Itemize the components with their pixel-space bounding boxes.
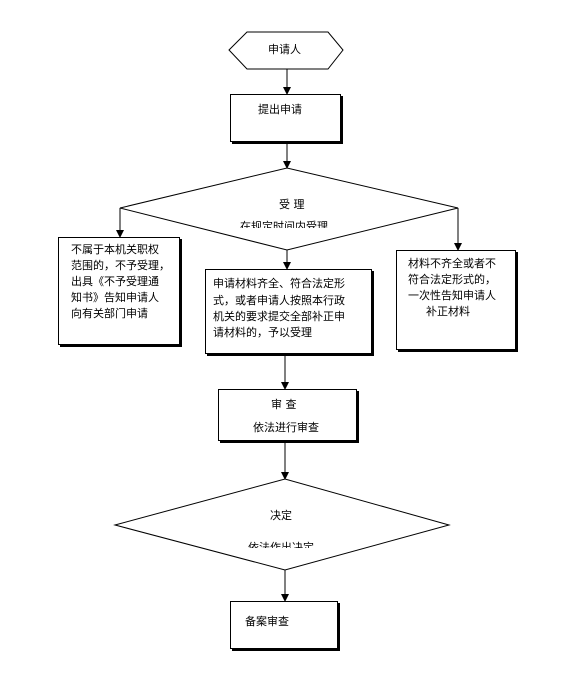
supplement-line-1: 材料不齐全或者不	[408, 257, 496, 270]
supplement-line-4: 补正材料	[426, 305, 470, 318]
review-box: 审 查 依法进行审查	[218, 389, 357, 441]
reject-line-4: 知书》告知申请人	[71, 291, 159, 304]
accepted-line-1: 申请材料齐全、符合法定形	[213, 277, 345, 290]
accepted-box: 申请材料齐全、符合法定形 式，或者申请人按照本行政 机关的要求提交全部补正申 请…	[205, 269, 372, 354]
review-subtitle: 依法进行审查	[253, 421, 319, 434]
apply-label: 提出申请	[258, 103, 302, 116]
archive-label: 备案审查	[245, 615, 289, 628]
supplement-line-3: 一次性告知申请人	[408, 289, 496, 302]
reject-line-3: 出具《不予受理通	[71, 275, 159, 288]
accepted-line-2: 式，或者申请人按照本行政	[213, 294, 345, 307]
supplement-line-2: 符合法定形式的，	[408, 273, 496, 286]
reject-line-1: 不属于本机关职权	[71, 243, 159, 256]
reject-line-2: 范围的，不予受理，	[71, 259, 170, 272]
start-node	[228, 31, 344, 70]
archive-box: 备案审查	[230, 601, 338, 649]
review-title: 审 查	[271, 398, 297, 411]
start-label: 申请人	[268, 43, 301, 56]
reject-line-5: 向有关部门申请	[71, 307, 148, 320]
accept-decision-title: 受 理	[279, 198, 305, 211]
supplement-box: 材料不齐全或者不 符合法定形式的， 一次性告知申请人 补正材料	[396, 250, 516, 350]
reject-box: 不属于本机关职权 范围的，不予受理， 出具《不予受理通 知书》告知申请人 向有关…	[58, 237, 180, 345]
decide-title: 决定	[270, 509, 292, 522]
decide-subtitle: 依法作出决定	[248, 541, 314, 548]
accepted-line-4: 请材料的，予以受理	[213, 326, 312, 339]
accepted-line-3: 机关的要求提交全部补正申	[213, 310, 345, 323]
apply-box: 提出申请	[230, 94, 341, 142]
decide-diamond	[113, 478, 451, 571]
accept-decision-subtitle: 在规定时间内受理	[240, 220, 328, 228]
